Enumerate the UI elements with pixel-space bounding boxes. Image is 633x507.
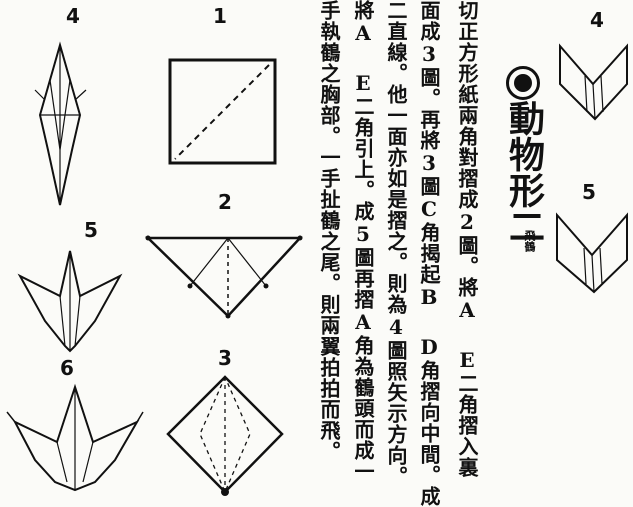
figure-3-diamond xyxy=(166,375,284,496)
figure-4-crane-body xyxy=(34,41,87,206)
figure-5-crane-legs xyxy=(17,250,123,353)
figure-number-2: 2 xyxy=(218,190,232,214)
figure-4-v-fold xyxy=(559,43,628,121)
title-bullet-icon xyxy=(506,66,540,100)
figure-number-5-left: 5 xyxy=(84,218,98,242)
body-column-2: 面成3圖。再將3圖C角揭起B D角摺向中間。成 xyxy=(417,0,441,507)
figure-2-triangle xyxy=(144,235,303,319)
figure-6-flying-crane xyxy=(6,383,144,492)
figure-1-square xyxy=(168,58,277,165)
page-title: 動物形二 xyxy=(503,100,545,244)
figure-number-1: 1 xyxy=(213,4,227,28)
figure-number-4-left: 4 xyxy=(66,4,80,28)
body-column-4: 將A E二角引上。成5圖再摺A角為鶴頭而成一 xyxy=(351,0,375,482)
page-subtitle: 飛鶴 xyxy=(523,230,536,252)
figure-number-6: 6 xyxy=(60,356,74,380)
figure-number-3: 3 xyxy=(218,346,232,370)
body-column-5: 手執鶴之胸部。一手扯鶴之尾。則兩翼拍拍而飛。 xyxy=(317,0,341,462)
body-column-1: 切正方形紙兩角對摺成2圖。將A E二角摺入裏 xyxy=(455,0,479,478)
figure-number-4-right: 4 xyxy=(590,8,604,32)
body-column-3: 二直線。他一面亦如是摺之。則為4圖照矢示方向。 xyxy=(384,0,408,487)
figure-number-5-right: 5 xyxy=(582,180,596,204)
figure-5-v-wings xyxy=(556,212,628,294)
